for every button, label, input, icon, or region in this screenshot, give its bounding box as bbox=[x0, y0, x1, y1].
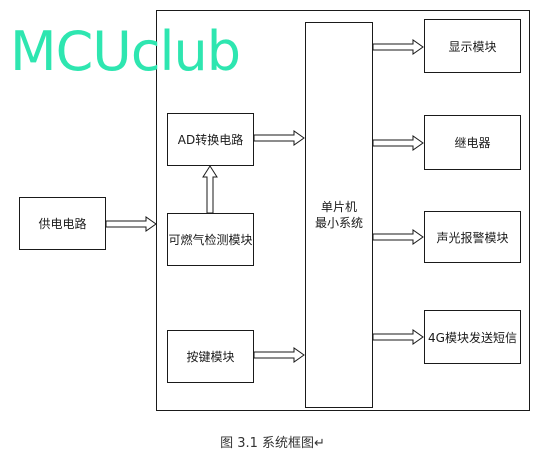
mcuclub-watermark: MCUclub bbox=[10, 20, 241, 83]
ad-converter-label: AD转换电路 bbox=[177, 133, 244, 147]
alarm-module-block: 声光报警模块 bbox=[424, 211, 521, 263]
key-module-label: 按键模块 bbox=[186, 350, 235, 364]
relay-label: 继电器 bbox=[454, 136, 491, 150]
power-supply-block: 供电电路 bbox=[19, 197, 106, 250]
arrow-key-to-mcu bbox=[253, 347, 305, 363]
arrow-mcu-to-display bbox=[372, 39, 424, 55]
key-module-block: 按键模块 bbox=[167, 330, 254, 383]
arrow-mcu-to-sms bbox=[372, 329, 424, 345]
arrow-adc-to-mcu bbox=[253, 130, 305, 146]
arrow-power-to-system bbox=[105, 216, 157, 232]
arrow-mcu-to-alarm bbox=[372, 229, 424, 245]
figure-caption: 图 3.1 系统框图↵ bbox=[220, 436, 325, 451]
relay-block: 继电器 bbox=[424, 115, 521, 170]
gas-sensor-label: 可燃气检测模块 bbox=[168, 233, 253, 247]
sms-module-label: 4G模块发送短信 bbox=[428, 330, 517, 345]
gas-sensor-block: 可燃气检测模块 bbox=[167, 213, 254, 266]
mcu-minimum-system-block: 单片机 最小系统 bbox=[305, 22, 373, 408]
display-module-label: 显示模块 bbox=[448, 39, 497, 54]
arrow-mcu-to-relay bbox=[372, 135, 424, 151]
display-module-block: 显示模块 bbox=[424, 19, 521, 73]
system-boundary-frame bbox=[156, 10, 530, 411]
sms-module-block: 4G模块发送短信 bbox=[424, 310, 521, 364]
mcu-label-line1: 单片机 bbox=[320, 200, 357, 214]
arrow-gas-to-adc bbox=[202, 165, 218, 214]
alarm-module-label: 声光报警模块 bbox=[436, 230, 509, 245]
mcu-label-line2: 最小系统 bbox=[314, 216, 363, 230]
power-supply-label: 供电电路 bbox=[38, 217, 87, 231]
